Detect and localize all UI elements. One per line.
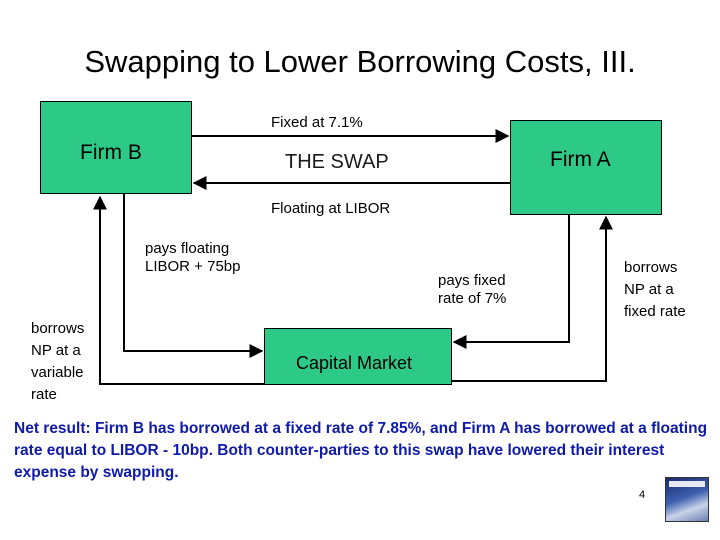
b-borrows-arrow [93, 195, 264, 385]
firm-a-label: Firm A [550, 148, 611, 171]
a-pays-fixed-arrow [452, 215, 570, 349]
firm-a-box: Firm A [510, 120, 662, 215]
a-borrows-label: borrows NP at a fixed rate [624, 259, 686, 320]
page-number: 4 [639, 489, 646, 501]
floating-flow-label: Floating at LIBOR [271, 200, 391, 217]
book-cover-image [665, 477, 709, 522]
firm-b-box: Firm B [40, 101, 192, 194]
fixed-flow-label: Fixed at 7.1% [271, 114, 363, 131]
net-result-text: Net result: Firm B has borrowed at a fix… [14, 420, 708, 481]
swap-label: THE SWAP [285, 151, 389, 173]
a-pays-fixed-label: pays fixed rate of 7% [438, 272, 507, 307]
a-borrows-arrow [452, 215, 613, 382]
capital-market-label: Capital Market [296, 353, 413, 373]
b-borrows-label: borrows NP at a variable rate [31, 320, 85, 403]
book-cover-band [669, 481, 705, 487]
firm-b-label: Firm B [80, 141, 142, 164]
b-pays-floating-label: pays floating LIBOR + 75bp [145, 240, 241, 275]
b-pays-floating-arrow [123, 194, 264, 358]
capital-market-box: Capital Market [264, 328, 452, 385]
slide-title: Swapping to Lower Borrowing Costs, III. [84, 44, 636, 79]
